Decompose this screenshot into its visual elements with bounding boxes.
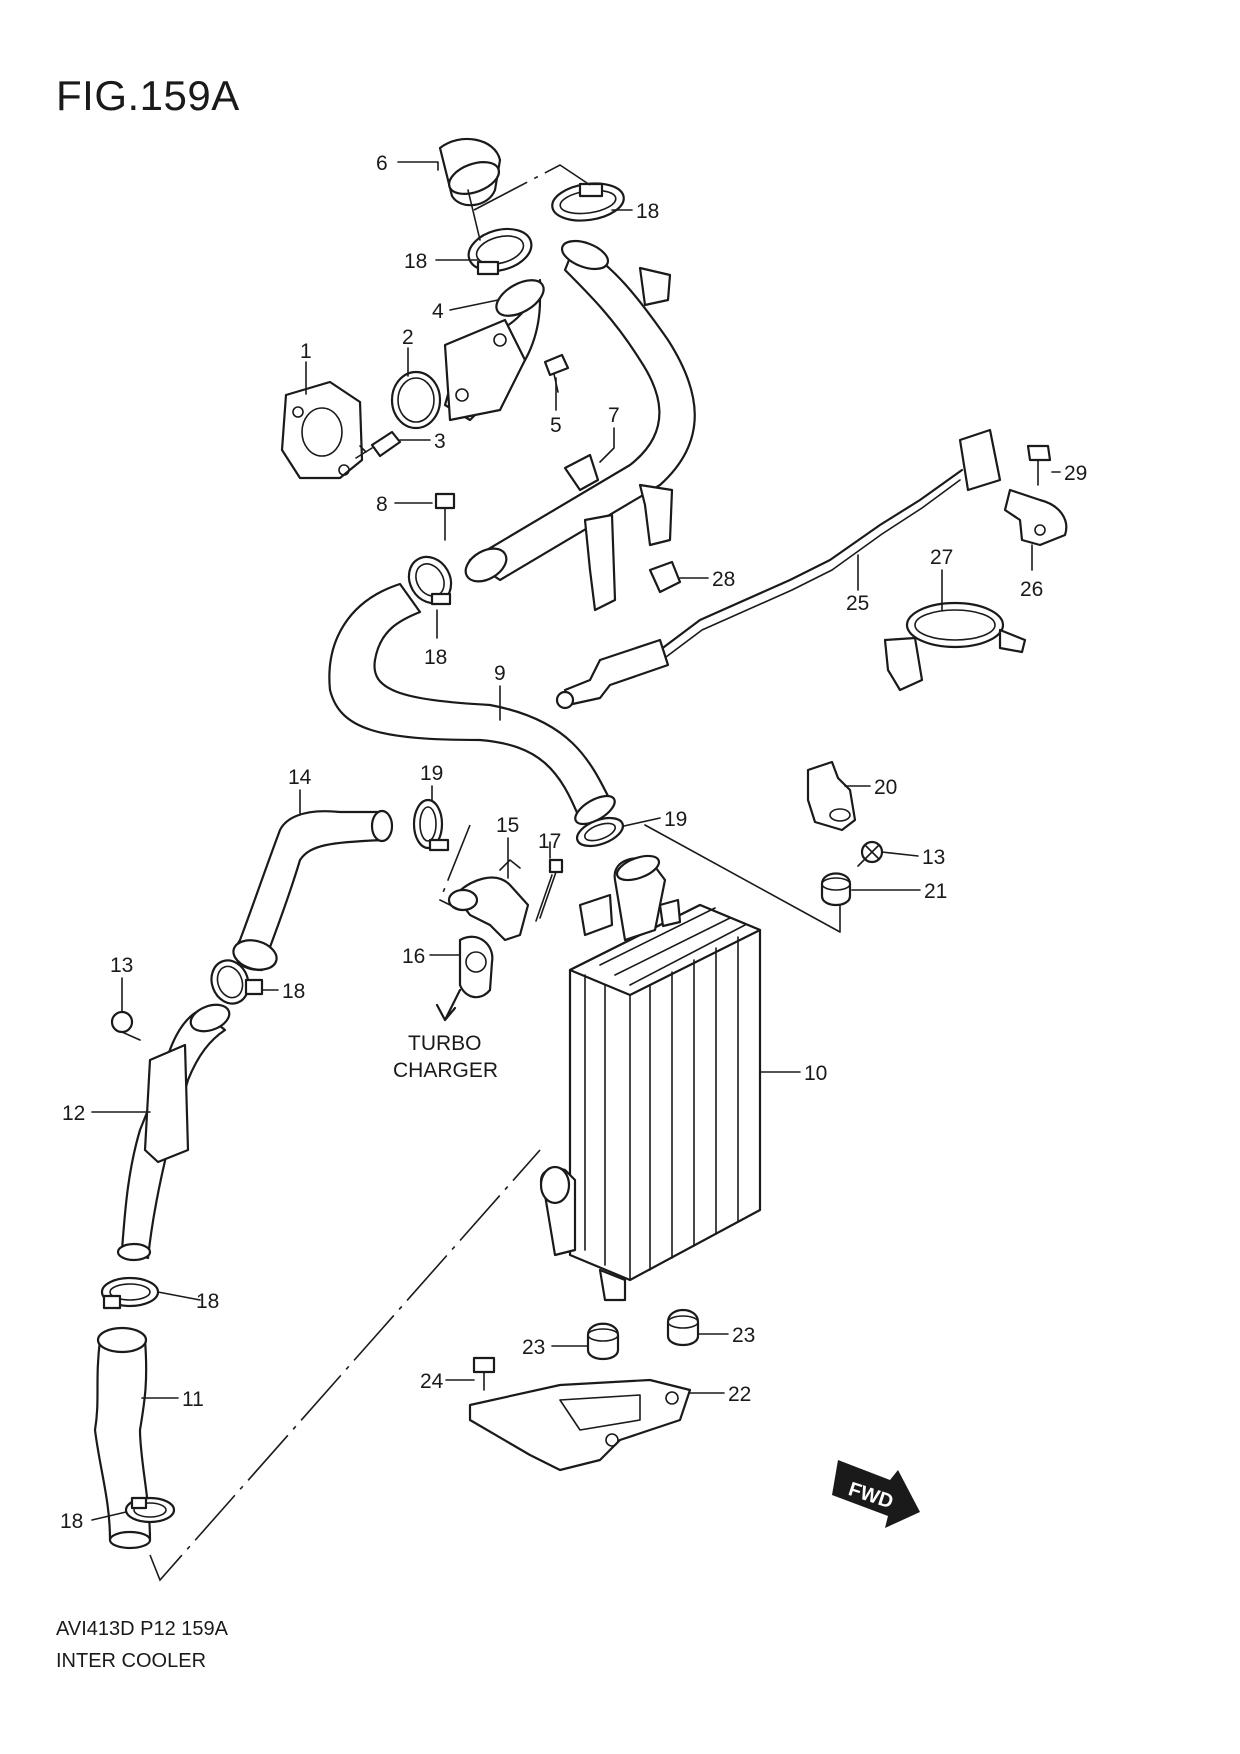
guide-line-11 [149, 1149, 541, 1582]
part-18-clamp-a [467, 227, 533, 276]
part-14-hose [232, 809, 394, 972]
callout-29: 29 [1064, 462, 1087, 485]
part-2-gasket [390, 370, 442, 430]
callout-5: 5 [550, 414, 562, 437]
part-16-gasket [458, 935, 494, 999]
callout-10: 10 [804, 1062, 827, 1085]
turbo-note-line2: CHARGER [393, 1059, 498, 1082]
part-29-bolt [1026, 444, 1052, 486]
part-12-pipe [116, 1003, 231, 1262]
part-27-clamp-band [883, 601, 1027, 692]
callout-21: 21 [924, 880, 947, 903]
part-3-bolt [355, 430, 402, 459]
part-1-flange [280, 380, 364, 480]
callout-7: 7 [608, 404, 620, 427]
callout-18-left-middle: 18 [282, 980, 305, 1003]
callout-27: 27 [930, 546, 953, 569]
arrow-turbo [435, 988, 462, 1022]
part-9-hose [328, 582, 616, 826]
part-25-sensor [555, 428, 1002, 710]
callout-8: 8 [376, 493, 388, 516]
part-19-clamp-a [412, 798, 450, 852]
part-18-clamp-f [124, 1496, 176, 1524]
callout-2: 2 [402, 326, 414, 349]
callout-9: 9 [494, 662, 506, 685]
part-18-clamp-d [210, 959, 264, 1005]
figure-title: FIG.159A [56, 72, 240, 119]
callout-13-left: 13 [110, 954, 133, 977]
callout-6: 6 [376, 152, 388, 175]
callout-1: 1 [300, 340, 312, 363]
callout-19-right: 19 [664, 808, 687, 831]
callout-26: 26 [1020, 578, 1043, 601]
part-28-clip [648, 560, 682, 594]
part-23-grommet-a [586, 1322, 620, 1361]
part-20-bracket [806, 760, 857, 832]
callout-13-right: 13 [922, 846, 945, 869]
callout-23-right: 23 [732, 1324, 755, 1347]
figure-name: INTER COOLER [56, 1650, 207, 1672]
part-6-hose-cap [438, 137, 502, 207]
callout-17: 17 [538, 830, 561, 853]
callout-4: 4 [432, 300, 444, 323]
callout-24: 24 [420, 1370, 444, 1393]
callout-23-left: 23 [522, 1336, 545, 1359]
part-4-outlet-elbow [443, 278, 545, 422]
guide-line-19-21 [644, 824, 841, 933]
guide-line-15 [438, 824, 471, 911]
callout-16: 16 [402, 945, 425, 968]
callout-18-top-right: 18 [636, 200, 659, 223]
part-13-screw-b [110, 1010, 141, 1041]
part-18-clamp-e [100, 1276, 160, 1310]
turbo-note-line1: TURBO [408, 1032, 482, 1055]
part-21-grommet [820, 872, 852, 907]
part-18-clamp-c [407, 555, 453, 606]
part-15-elbow [447, 859, 530, 942]
callout-25: 25 [846, 592, 869, 615]
part-23-grommet-b [666, 1308, 700, 1347]
callout-12: 12 [62, 1102, 85, 1125]
part-10-intercooler [539, 854, 762, 1302]
leader-lines [91, 161, 1061, 1521]
callout-18-top-left: 18 [404, 250, 427, 273]
callout-15: 15 [496, 814, 519, 837]
figure-code: AVI413D P12 159A [56, 1618, 228, 1640]
callout-11: 11 [182, 1388, 204, 1411]
callout-20: 20 [874, 776, 897, 799]
callout-14: 14 [288, 766, 312, 789]
callout-3: 3 [434, 430, 446, 453]
part-26-bracket [1003, 488, 1068, 547]
guide-line-top [473, 164, 591, 211]
guide-line-6 [467, 189, 481, 241]
callout-18-bottom: 18 [60, 1510, 83, 1533]
part-7-pipe [464, 239, 696, 612]
part-8-bolt [434, 492, 456, 541]
part-18-clamp-b [551, 182, 625, 222]
part-5-bolt [543, 353, 570, 393]
callout-22: 22 [728, 1383, 751, 1406]
callout-19-left: 19 [420, 762, 443, 785]
callout-28: 28 [712, 568, 735, 591]
part-11-hose [93, 1326, 152, 1550]
fwd-arrow: FWD [832, 1460, 920, 1528]
part-22-bracket-plate [468, 1378, 692, 1472]
part-17-bolt [535, 858, 564, 922]
part-19-clamp-b [575, 816, 625, 848]
callout-18-left-lower: 18 [196, 1290, 219, 1313]
part-13-screw-a [857, 840, 884, 867]
part-24-bolt [472, 1356, 496, 1391]
callout-18-middle: 18 [424, 646, 447, 669]
